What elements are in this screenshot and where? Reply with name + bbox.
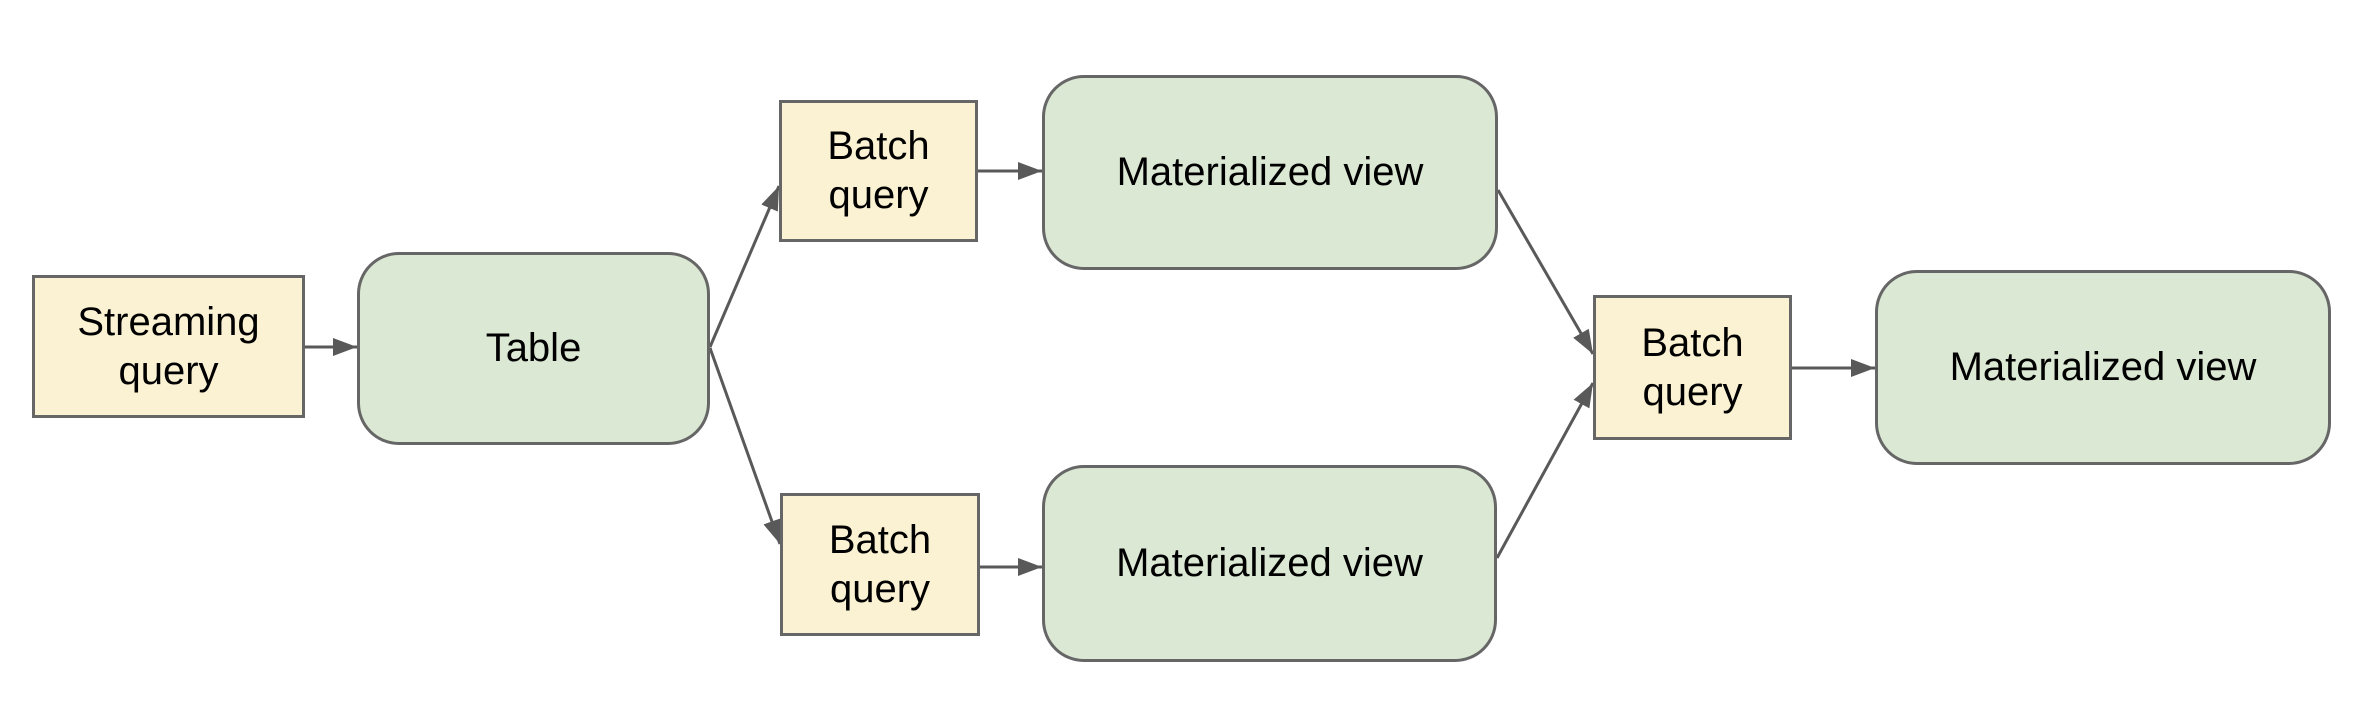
node-batch-query-right: Batch query: [1593, 295, 1792, 440]
node-materialized-view-top-label: Materialized view: [1116, 150, 1424, 195]
node-materialized-view-bottom-label: Materialized view: [1116, 541, 1423, 586]
node-table: Table: [357, 252, 710, 445]
node-batch-query-top-label: Batch query: [827, 124, 930, 217]
node-batch-query-top: Batch query: [779, 100, 978, 242]
node-batch-query-bottom: Batch query: [780, 493, 980, 636]
node-streaming-query: Streaming query: [32, 275, 305, 418]
node-materialized-view-final: Materialized view: [1875, 270, 2331, 465]
edge-table-to-batch-query-top: [708, 185, 781, 348]
node-batch-query-right-label: Batch query: [1641, 320, 1744, 414]
edge-mv-top-to-batch-query-right: [1496, 189, 1595, 355]
edge-table-to-batch-query-bottom: [708, 347, 782, 545]
node-materialized-view-top: Materialized view: [1042, 75, 1498, 270]
edge-mv-bottom-to-batch-query-right: [1495, 382, 1595, 559]
node-batch-query-bottom-label: Batch query: [828, 517, 932, 611]
node-materialized-view-bottom: Materialized view: [1042, 465, 1497, 662]
node-table-label: Table: [485, 326, 582, 371]
node-materialized-view-final-label: Materialized view: [1949, 345, 2257, 390]
node-streaming-query-label: Streaming query: [77, 299, 260, 393]
